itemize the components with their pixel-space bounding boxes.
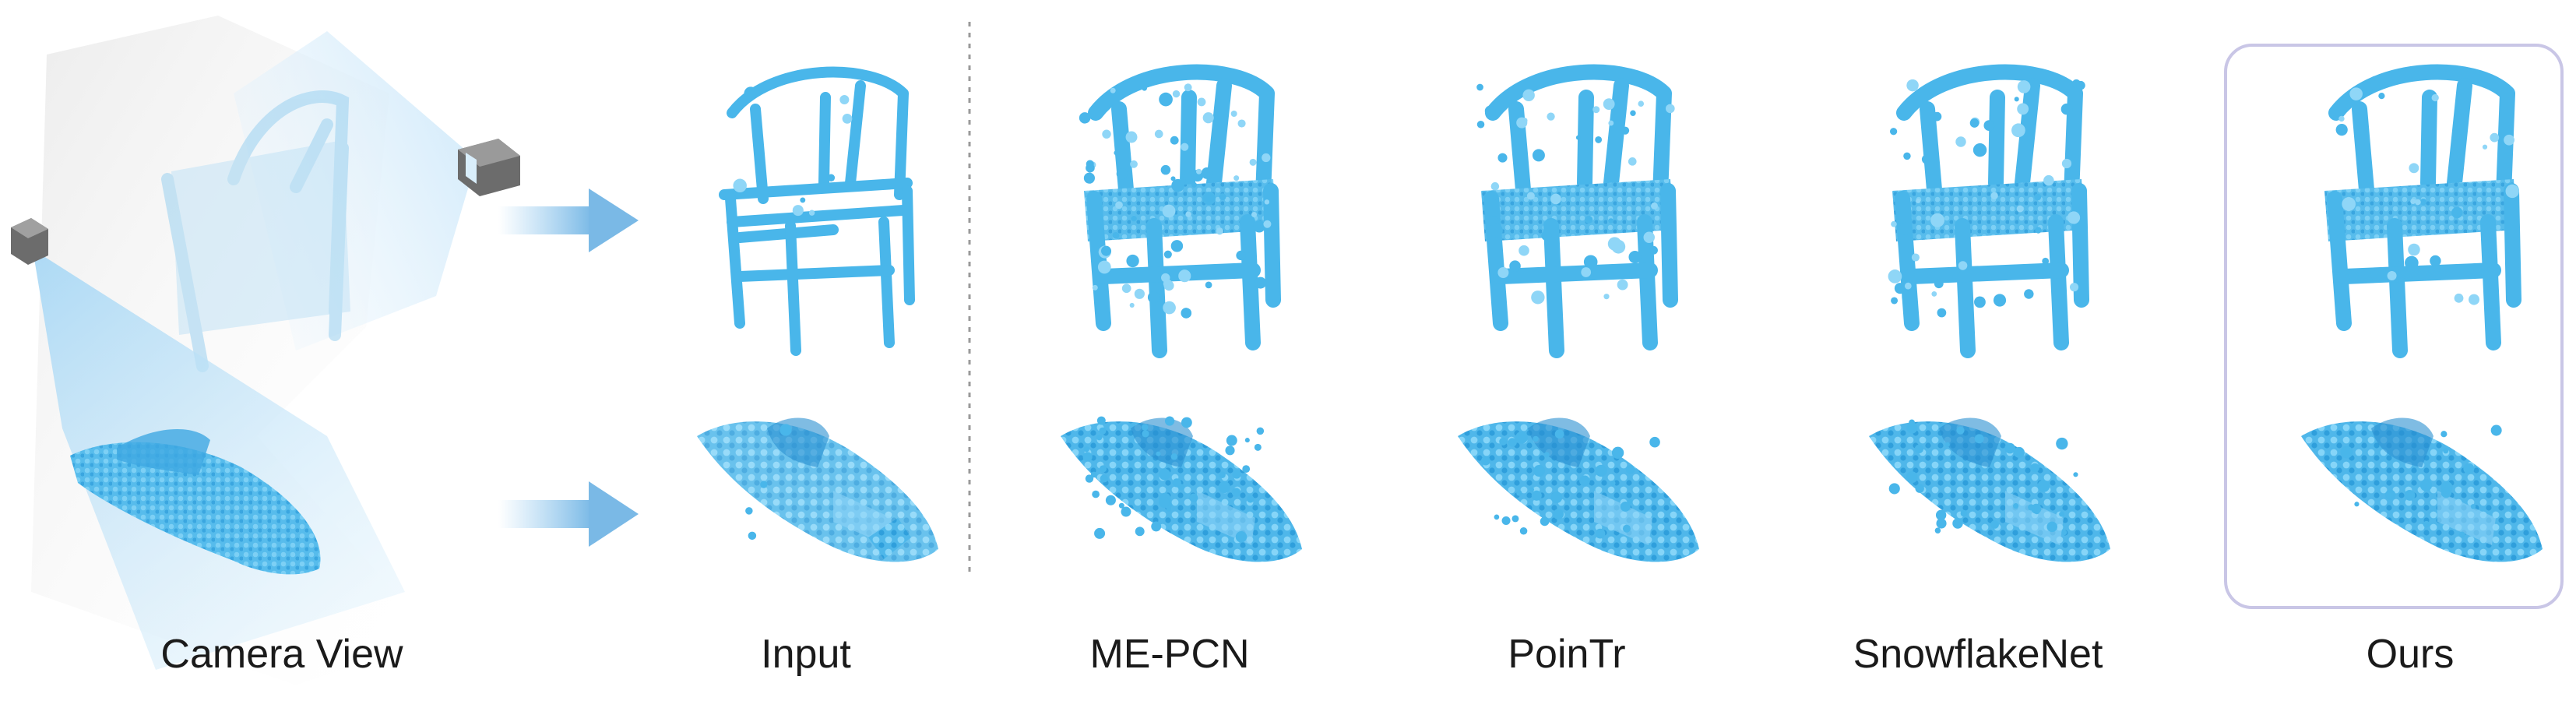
boat-point-cloud-input: [697, 417, 938, 562]
point-cloud-objects: [697, 64, 2543, 562]
camera-view-panel: [11, 16, 639, 685]
camera-icon: [11, 218, 48, 265]
camera-view-boat: [70, 429, 321, 575]
chair-point-cloud-ours: [2324, 64, 2521, 358]
boat-point-cloud-snowflake: [1869, 417, 2110, 562]
boat-point-cloud-ours: [2301, 417, 2543, 562]
chair-point-cloud-input: [719, 66, 915, 356]
arrow-right-icon: [498, 481, 639, 547]
camera-icon: [458, 139, 520, 196]
label-camera-view: Camera View: [160, 632, 403, 677]
label-snowflakenet: SnowflakeNet: [1853, 632, 2103, 677]
label-poiintr: PoinTr: [1508, 632, 1626, 677]
chair-point-cloud-poiintr: [1476, 64, 1678, 358]
chair-point-cloud-mepcn: [1079, 64, 1281, 358]
boat-point-cloud-mepcn: [1061, 416, 1302, 562]
boat-point-cloud-poiintr: [1458, 417, 1699, 562]
arrow-right-icon: [498, 188, 639, 252]
ghost-chair: [161, 90, 350, 372]
chair-point-cloud-snowflake: [1888, 64, 2089, 358]
label-me-pcn: ME-PCN: [1089, 632, 1250, 677]
label-ours: Ours: [2366, 632, 2455, 677]
label-input: Input: [761, 632, 851, 677]
